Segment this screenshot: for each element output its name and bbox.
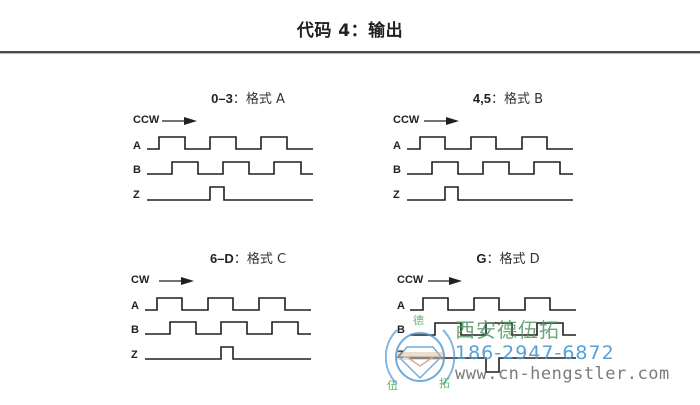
- signal-label-b: B: [393, 164, 401, 176]
- waveform-a: [145, 297, 311, 311]
- direction-arrow-icon: [162, 117, 197, 125]
- format-label: 格式 B: [504, 92, 544, 107]
- waveform-z: [145, 346, 311, 360]
- format-label: 格式 D: [499, 252, 540, 267]
- signal-label-a: A: [131, 300, 139, 312]
- signal-label-b: B: [131, 324, 139, 336]
- title-divider: [0, 51, 700, 53]
- separator: ：: [232, 92, 246, 107]
- code-range: 4,5: [472, 91, 491, 106]
- direction-label: CW: [131, 274, 150, 286]
- timing-diagram: [407, 117, 573, 201]
- code-range: G: [476, 251, 487, 266]
- timing-diagram: [410, 277, 576, 373]
- waveform-z: [410, 357, 576, 373]
- waveform-b: [410, 322, 576, 336]
- direction-arrow-icon: [424, 117, 459, 125]
- direction-label: CCW: [133, 114, 160, 126]
- direction-arrow-icon: [159, 277, 194, 285]
- signal-label-a: A: [393, 140, 401, 152]
- page-title: 代码 4：输出: [296, 21, 404, 41]
- waveform-b: [407, 161, 573, 175]
- panel-format-b: 4,5：格式 B CCW A B Z: [378, 88, 638, 228]
- panel-title: 6–D：格式 C: [118, 248, 378, 267]
- direction-label: CCW: [393, 114, 420, 126]
- waveform-b: [147, 161, 313, 175]
- separator: ：: [486, 252, 500, 267]
- panel-format-c: 6–D：格式 C CW A B Z: [118, 248, 378, 388]
- separator: ：: [233, 252, 247, 267]
- waveform-a: [147, 136, 313, 150]
- panel-format-a: 0–3：格式 A CCW A B Z: [118, 88, 378, 228]
- code-range: 0–3: [211, 91, 233, 106]
- separator: ：: [491, 92, 505, 107]
- waveform-a: [407, 136, 573, 150]
- signal-label-b: B: [397, 324, 405, 336]
- timing-diagram: [145, 277, 311, 360]
- signal-label-a: A: [397, 300, 405, 312]
- panel-title: 0–3：格式 A: [118, 88, 378, 107]
- title-divider-shadow: [0, 53, 700, 54]
- code-range: 6–D: [209, 251, 234, 266]
- signal-label-z: Z: [133, 189, 140, 201]
- format-label: 格式 C: [246, 252, 287, 267]
- waveform-z: [147, 186, 313, 201]
- panel-title: 4,5：格式 B: [378, 88, 638, 107]
- waveform-b: [145, 321, 311, 335]
- signal-label-a: A: [133, 140, 141, 152]
- format-label: 格式 A: [245, 92, 285, 107]
- waveform-z: [407, 186, 573, 201]
- direction-label: CCW: [397, 274, 424, 286]
- direction-arrow-icon: [428, 277, 462, 285]
- signal-label-z: Z: [131, 349, 138, 361]
- timing-diagram: [147, 117, 313, 201]
- signal-label-z: Z: [393, 189, 400, 201]
- panel-format-d: G：格式 D CCW A B Z: [378, 248, 638, 388]
- signal-label-b: B: [133, 164, 141, 176]
- panel-title: G：格式 D: [378, 248, 638, 267]
- waveform-a: [410, 297, 576, 311]
